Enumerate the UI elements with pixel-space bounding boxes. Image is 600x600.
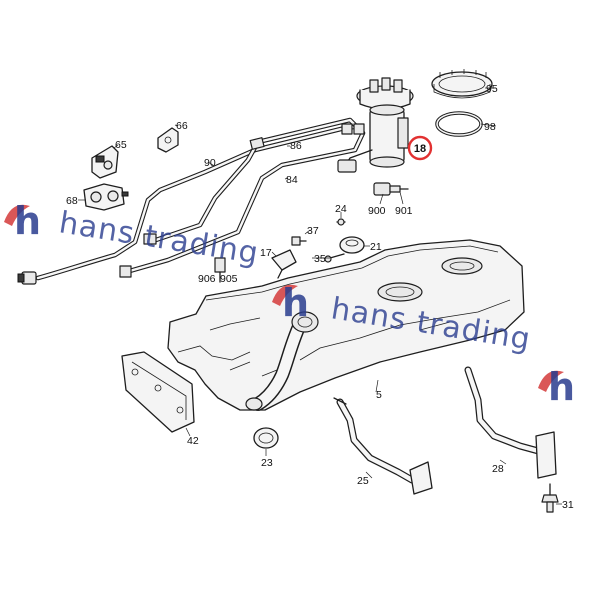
- watermark-logo-letter: h: [548, 365, 575, 409]
- leader-lines: [78, 87, 562, 505]
- callout-84: 84: [286, 174, 298, 186]
- strap-28: [464, 366, 557, 479]
- screw-35: [324, 253, 345, 263]
- callout-21: 21: [370, 241, 382, 253]
- callout-905: 905: [220, 273, 238, 285]
- callout-18: 18: [414, 143, 426, 155]
- bolt-24: [336, 218, 346, 226]
- clip-68: [83, 183, 129, 211]
- line-connector: [341, 123, 353, 135]
- callout-95: 95: [486, 83, 498, 95]
- callout-35: 35: [314, 253, 326, 265]
- line-connector: [353, 123, 365, 135]
- line-connector: [249, 137, 265, 150]
- watermark-right: h: [538, 365, 575, 409]
- line-connector: [119, 265, 132, 278]
- callout-98: 98: [484, 121, 496, 133]
- watermark-logo-letter: h: [14, 199, 41, 243]
- line-end-connector: [17, 271, 37, 285]
- callout-86: 86: [290, 140, 302, 152]
- bracket-65: [91, 145, 119, 179]
- fuel-tank: [167, 239, 525, 411]
- callout-labels: 95 98 66 65 86 90 84 68 900 901 24 37 17…: [66, 83, 574, 511]
- callout-37: 37: [307, 225, 319, 237]
- callout-901: 901: [395, 205, 413, 217]
- bolt-37: [291, 236, 307, 246]
- callout-42: 42: [187, 435, 199, 447]
- cap-21: [339, 236, 365, 254]
- callout-31: 31: [562, 499, 574, 511]
- callout-90: 90: [204, 157, 216, 169]
- sensor-900: [373, 182, 409, 196]
- fuel-pump-assembly: [337, 77, 414, 173]
- clip-66: [157, 127, 179, 153]
- fuel-line-90: [35, 123, 365, 281]
- highlighted-callout-18[interactable]: 18: [407, 135, 433, 161]
- callout-66: 66: [176, 120, 188, 132]
- watermark-logo-icon: [538, 370, 564, 392]
- watermark-logo-letter: h: [282, 281, 309, 325]
- heat-shield-42: [121, 351, 195, 433]
- strap-25: [333, 397, 433, 495]
- callout-5: 5: [376, 389, 382, 401]
- callout-23: 23: [261, 457, 273, 469]
- callout-17: 17: [260, 247, 272, 259]
- callout-65: 65: [115, 139, 127, 151]
- callout-900: 900: [368, 205, 386, 217]
- watermark-logo-icon: [272, 284, 298, 306]
- line-connector: [143, 233, 157, 245]
- bolt-31: [541, 483, 559, 513]
- watermark-logo-icon: [4, 204, 30, 226]
- fuel-line-84: [123, 130, 366, 275]
- callout-25: 25: [357, 475, 369, 487]
- fuel-line-86: [147, 117, 359, 245]
- filler-neck: [245, 311, 319, 411]
- callout-68: 68: [66, 195, 78, 207]
- callout-28: 28: [492, 463, 504, 475]
- bracket-17: [271, 249, 297, 279]
- lock-ring: [431, 69, 493, 99]
- callout-24: 24: [335, 203, 347, 215]
- seal-ring: [435, 111, 483, 137]
- grommet-23: [253, 427, 279, 449]
- watermark-top-left: h hans trading: [4, 199, 261, 271]
- callout-906: 906: [198, 273, 216, 285]
